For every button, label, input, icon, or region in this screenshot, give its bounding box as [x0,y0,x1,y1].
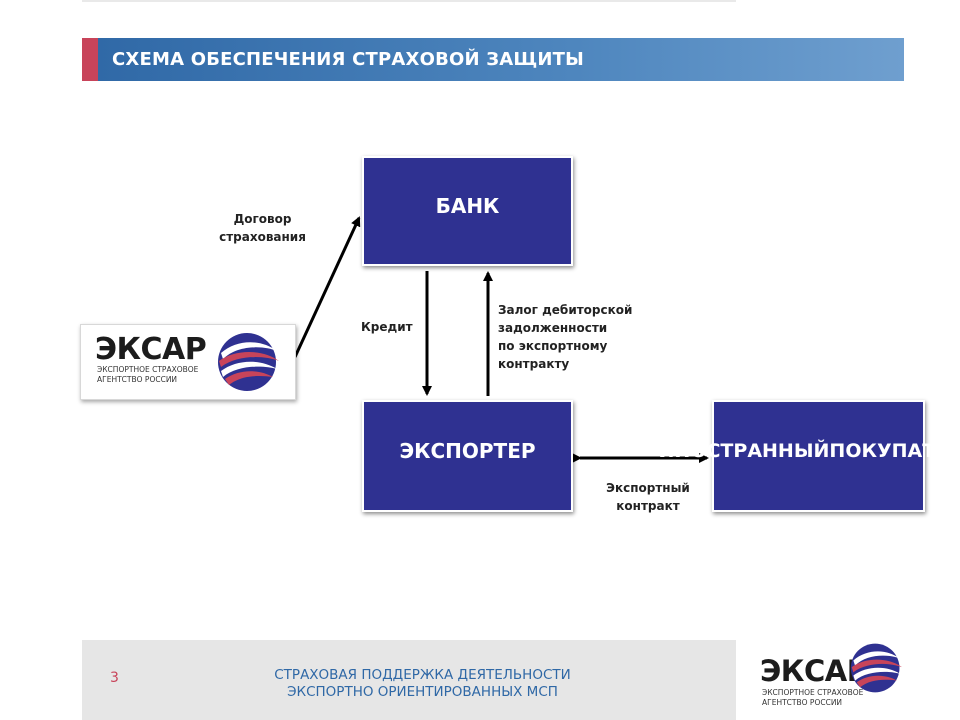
label-pledge-line3: по экспортному [498,339,608,353]
label-insurance-contract: Договор страхования [205,210,320,246]
footer-caption-line2: ЭКСПОРТНО ОРИЕНТИРОВАННЫХ МСП [287,684,558,700]
label-export-contract-line2: контракт [616,499,680,513]
label-credit: Кредит [361,320,413,334]
logo-wordmark: ЭКСАР [95,332,207,367]
footer-caption-line1: СТРАХОВАЯ ПОДДЕРЖКА ДЕЯТЕЛЬНОСТИ [274,667,571,683]
label-pledge-line2: задолженности [498,321,608,335]
label-insurance-contract-line1: Договор [233,212,292,226]
label-pledge-line1: Залог дебиторской [498,303,633,317]
footer-bar [82,640,736,720]
footer-logo: ЭКСАР ЭКСПОРТНОЕ СТРАХОВОЕ АГЕНТСТВО РОС… [760,640,925,716]
slide-title: СХЕМА ОБЕСПЕЧЕНИЯ СТРАХОВОЙ ЗАЩИТЫ [112,49,584,70]
header-accent-bar [82,38,98,81]
label-export-contract: Экспортный контракт [598,479,698,515]
top-rule [82,0,736,2]
label-insurance-contract-line2: страхования [219,230,306,244]
footer-caption: СТРАХОВАЯ ПОДДЕРЖКА ДЕЯТЕЛЬНОСТИ ЭКСПОРТ… [220,667,625,701]
footer-logo-subtitle: ЭКСПОРТНОЕ СТРАХОВОЕ АГЕНТСТВО РОССИИ [762,688,863,708]
node-bank: БАНК [362,156,573,266]
footer-logo-subtitle-line2: АГЕНТСТВО РОССИИ [762,698,843,707]
node-foreign-buyer-line1: ИНОСТРАННЫЙ [658,439,830,462]
logo-subtitle-line1: ЭКСПОРТНОЕ СТРАХОВОЕ [97,365,199,374]
globe-icon [218,333,279,391]
arrow-insurer-to-bank [293,216,361,358]
node-foreign-buyer: ИНОСТРАННЫЙ ПОКУПАТЕЛЬ [659,400,960,512]
logo-subtitle-line2: АГЕНТСТВО РОССИИ [97,375,178,384]
label-pledge-line4: контракту [498,357,570,371]
label-pledge: Залог дебиторской задолженности по экспо… [498,301,632,373]
node-foreign-buyer-line2: ПОКУПАТЕЛЬ [829,439,960,462]
node-exporter: ЭКСПОРТЕР [362,400,573,512]
label-export-contract-line1: Экспортный [606,481,690,495]
footer-logo-subtitle-line1: ЭКСПОРТНОЕ СТРАХОВОЕ [762,688,864,697]
slide-header: СХЕМА ОБЕСПЕЧЕНИЯ СТРАХОВОЙ ЗАЩИТЫ [82,38,904,81]
page-number: 3 [110,670,119,686]
footer-logo-wordmark: ЭКСАР [760,654,868,688]
logo-subtitle: ЭКСПОРТНОЕ СТРАХОВОЕ АГЕНТСТВО РОССИИ [97,365,198,385]
footer-globe-icon [850,643,902,693]
exar-logo-node: ЭКСАР ЭКСПОРТНОЕ СТРАХОВОЕ АГЕНТСТВО РОС… [80,324,296,400]
